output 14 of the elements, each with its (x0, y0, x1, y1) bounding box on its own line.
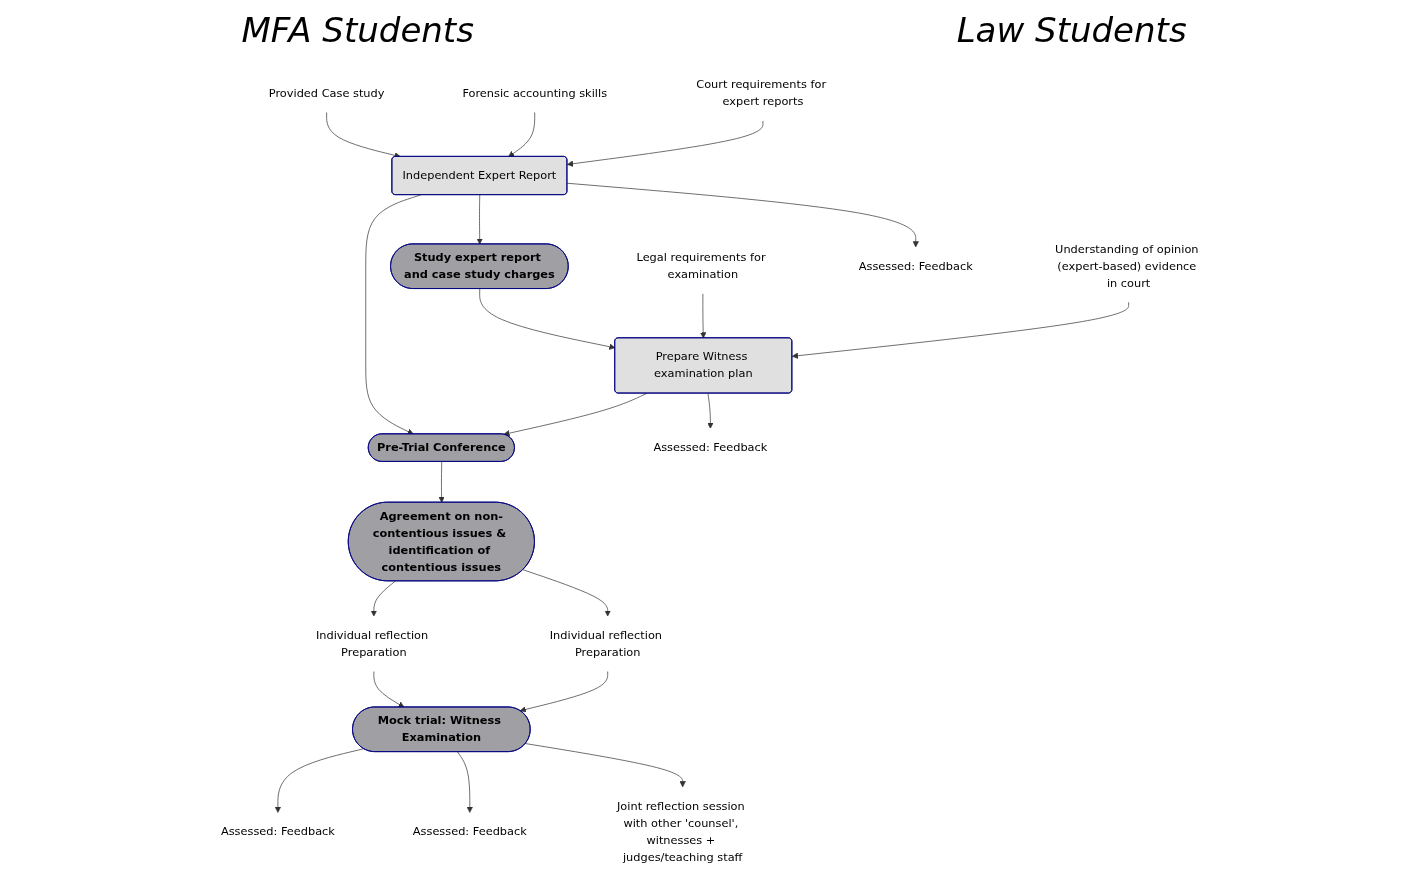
node-text: Assessed: Feedback (859, 259, 973, 273)
node-text: Provided Case study (269, 86, 385, 100)
node-text: Court requirements for expert reports (696, 77, 827, 109)
node-text: Joint reflection session with other 'counsel', witnesses + judges/teaching staff (617, 799, 745, 864)
node-text: Assessed: Feedback (413, 824, 528, 839)
node-text: Legal requirements for examination (636, 250, 766, 282)
node-text: Individual reflection Preparation (550, 628, 663, 659)
column-heading: MFA Students (241, 10, 474, 50)
node-text: Individual reflection Preparation (316, 628, 429, 659)
column-heading: Law Students (956, 10, 1187, 50)
node-text: Understanding of opinion (expert-based) evidence in court (1055, 242, 1199, 290)
node-text: Assessed: Feedback (653, 440, 768, 454)
node-text: Assessed: Feedback (221, 824, 336, 839)
node-text: Forensic accounting skills (462, 86, 608, 100)
